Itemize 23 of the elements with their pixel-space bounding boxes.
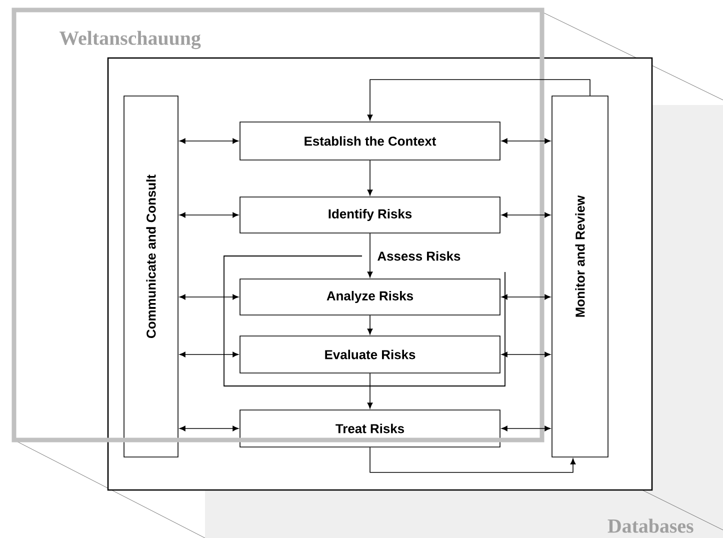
side-panel: Monitor and Review	[552, 96, 608, 458]
arrow	[367, 233, 373, 278]
process-box: Establish the Context	[240, 122, 500, 160]
process-box: Identify Risks	[240, 196, 500, 234]
arrow	[370, 447, 576, 473]
arrow	[179, 212, 239, 218]
worldview-frame: Weltanschauung	[60, 30, 201, 50]
arrow	[179, 294, 239, 300]
arrow	[367, 79, 590, 121]
arrow	[501, 294, 551, 300]
arrow	[501, 138, 551, 144]
arrow	[179, 138, 239, 144]
side-panel: Communicate and Consult	[124, 96, 178, 458]
arrow	[367, 315, 373, 335]
arrow	[501, 426, 551, 432]
arrow	[367, 373, 373, 409]
arrow	[501, 212, 551, 218]
process-box: Analyze Risks	[240, 278, 500, 316]
arrow	[501, 352, 551, 358]
arrow	[179, 352, 239, 358]
arrow	[367, 160, 373, 196]
process-box: Evaluate Risks	[240, 336, 500, 374]
arrow	[179, 426, 239, 432]
